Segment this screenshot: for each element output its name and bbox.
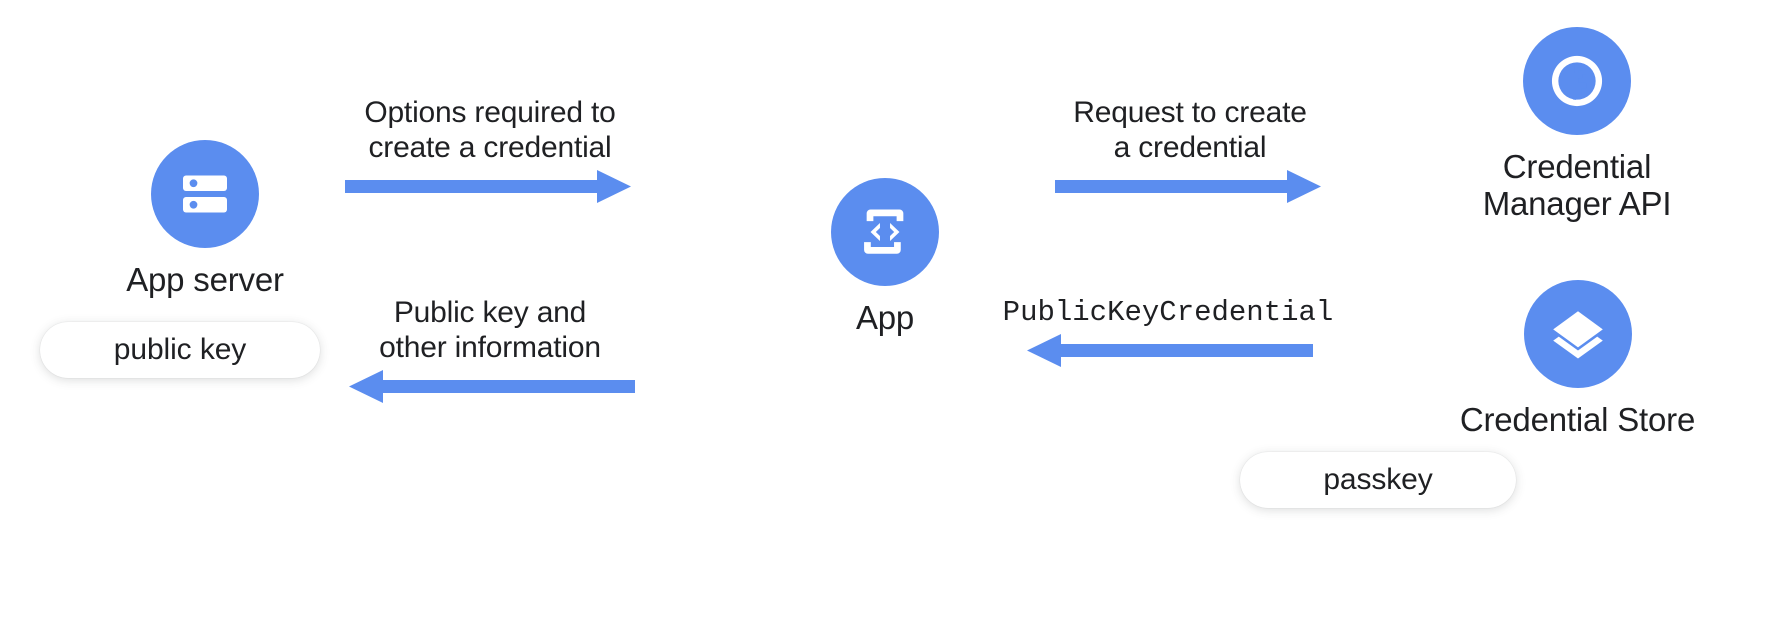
arrow-public-key-credential: PublicKeyCredential — [1003, 296, 1333, 370]
credential-manager-api-label: Credential Manager API — [1482, 148, 1672, 222]
arrow-left-icon — [349, 369, 635, 403]
arrow-right-icon — [1055, 169, 1321, 203]
node-credential-store: Credential Store — [1435, 280, 1720, 439]
arrow-public-key-response: Public key and other information — [345, 295, 635, 406]
server-icon — [183, 175, 227, 213]
app-code-phone-icon — [864, 209, 904, 254]
globe-icon — [1551, 55, 1603, 107]
app-label: App — [855, 299, 915, 336]
node-app-server: App server — [105, 140, 305, 299]
arrow-request-to-create-caption: Request to create a credential — [1073, 96, 1307, 165]
arrow-public-key-response-caption: Public key and other information — [379, 296, 601, 365]
pill-public-key-text: public key — [113, 333, 247, 366]
pill-public-key: public key — [40, 322, 320, 378]
arrow-options-required-caption: Options required to create a credential — [364, 96, 616, 165]
arrow-request-to-create: Request to create a credential — [1055, 95, 1325, 206]
arrow-right-icon — [345, 169, 631, 203]
credential-store-circle — [1523, 280, 1632, 388]
layers-icon — [1552, 311, 1603, 359]
credential-store-label: Credential Store — [1459, 401, 1696, 438]
arrow-options-required: Options required to create a credential — [345, 95, 635, 206]
credential-manager-api-circle — [1523, 27, 1631, 135]
node-credential-manager-api: Credential Manager API — [1437, 27, 1717, 223]
app-circle — [831, 178, 939, 286]
app-server-label: App server — [126, 261, 284, 298]
pill-passkey-text: passkey — [1323, 463, 1433, 496]
app-server-circle — [151, 140, 259, 248]
node-app: App — [795, 178, 975, 337]
arrow-public-key-credential-caption: PublicKeyCredential — [1002, 296, 1334, 329]
pill-passkey: passkey — [1240, 452, 1516, 508]
arrow-left-icon — [1027, 334, 1313, 368]
